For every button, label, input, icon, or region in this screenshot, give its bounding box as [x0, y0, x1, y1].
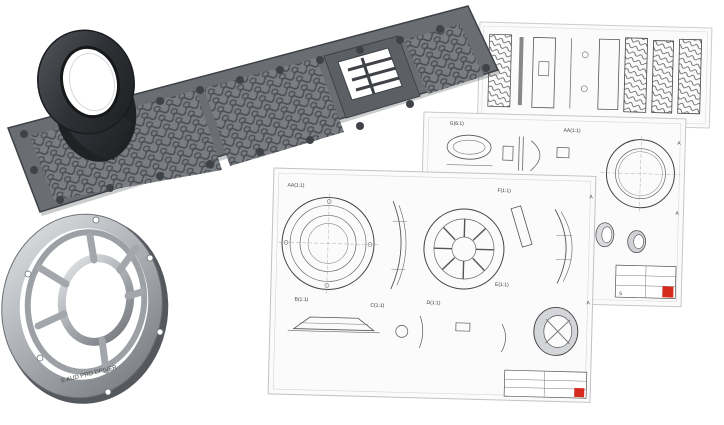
title-block [503, 369, 588, 399]
small-detail-views [395, 315, 506, 353]
ring-iso-view [533, 306, 579, 356]
drawing-sheet-back [476, 21, 713, 129]
detail-view-g [446, 134, 493, 167]
ring-detail-view [423, 208, 505, 290]
grille-mounting-bosses [20, 25, 490, 204]
ring-screw-holes [24, 216, 164, 396]
view-label: B(1:1) [294, 297, 308, 303]
view-label: D(1:1) [426, 300, 440, 306]
view-label: AA(1:1) [287, 182, 304, 188]
ring-inner [57, 254, 135, 346]
ring-front-view [278, 193, 379, 294]
ring-profile-views [510, 205, 573, 284]
ring-section-view [287, 316, 380, 334]
view-label: C(1:1) [370, 303, 384, 309]
ring-spokes [34, 232, 146, 374]
sheet-number: 5 [619, 291, 622, 297]
port-front-view [600, 135, 681, 212]
bass-port-tube [37, 29, 137, 162]
section-marker: A [586, 300, 590, 306]
grille-vent-block [323, 35, 421, 119]
section-marker: A [589, 194, 593, 200]
brand-mark [662, 286, 674, 298]
grille-views [487, 33, 703, 115]
view-label: F(1:1) [497, 188, 511, 194]
driver-mounting-ring: S-AUD PRO DRIVER [1, 213, 169, 404]
section-marker: A [677, 141, 681, 147]
view-label: G(6:1) [450, 121, 465, 127]
sheet-frame [267, 167, 597, 403]
section-marker: A [675, 211, 679, 217]
title-block: 5 [614, 264, 677, 299]
sheet-frame [476, 21, 713, 129]
view-label: E(1:1) [495, 282, 509, 288]
brand-mark [574, 387, 585, 398]
view-label: AA(1:1) [563, 128, 580, 134]
section-view-aa [502, 136, 570, 172]
port-iso-views [595, 222, 647, 254]
drawing-sheet-front: B(1:1) C(1:1) D(1:1) E(1:1) F(1:1) AA(1:… [267, 167, 597, 403]
ring-side-view [390, 200, 407, 290]
